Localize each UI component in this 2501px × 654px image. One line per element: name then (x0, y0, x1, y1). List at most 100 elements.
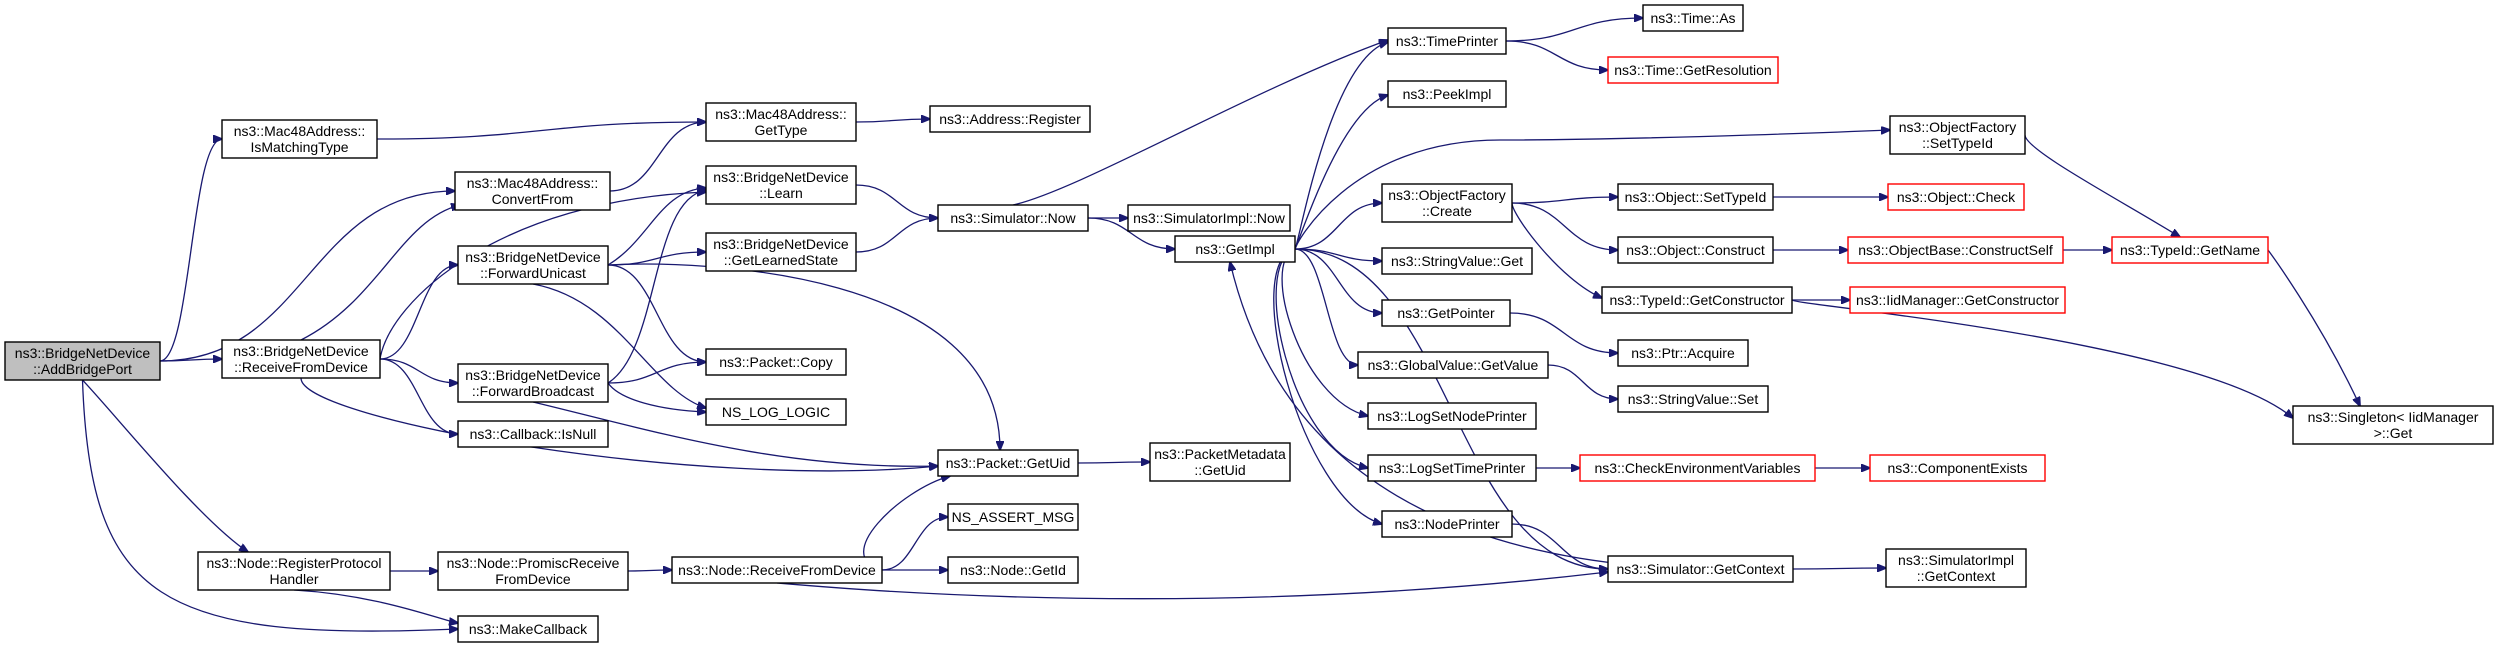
node-box (437, 551, 629, 591)
node-label: ::ForwardUnicast (480, 265, 586, 281)
node-label: NS_ASSERT_MSG (952, 509, 1075, 525)
edge-getimpl-to-logsetnodeprinter (1281, 248, 1368, 416)
node-ns-assert-msg[interactable]: NS_ASSERT_MSG (947, 503, 1079, 531)
node-label: ::GetUid (1194, 462, 1245, 478)
node-globalvalue-getvalue[interactable]: ns3::GlobalValue::GetValue (1357, 351, 1549, 379)
node-box (1357, 351, 1549, 379)
node-label: GetType (755, 122, 808, 138)
node-callback-isnull[interactable]: ns3::Callback::IsNull (457, 420, 609, 448)
node-box (1885, 548, 2027, 588)
edge-getimpl-to-objectfactory_settypeid (1294, 130, 1890, 250)
node-objectfactory-settypeid[interactable]: ns3::ObjectFactory::SetTypeId (1889, 115, 2026, 155)
node-address-register[interactable]: ns3::Address::Register (929, 105, 1091, 133)
node-box (1642, 4, 1744, 32)
node-nodeprinter[interactable]: ns3::NodePrinter (1381, 510, 1513, 538)
node-label: ::Create (1422, 203, 1472, 219)
node-simulator-now[interactable]: ns3::Simulator::Now (937, 204, 1089, 232)
node-logsettimeprinter[interactable]: ns3::LogSetTimePrinter (1367, 454, 1537, 482)
node-mac48-convertfrom[interactable]: ns3::Mac48Address::ConvertFrom (454, 171, 611, 211)
edge-bridge_addport-to-node_registerprotocol (82, 379, 249, 552)
node-getpointer[interactable]: ns3::GetPointer (1381, 299, 1511, 327)
node-typeid-getname[interactable]: ns3::TypeId::GetName (2111, 236, 2269, 264)
edge-bridge_getlearnedstate-to-simulator_now (855, 218, 938, 253)
node-time-as[interactable]: ns3::Time::As (1642, 4, 1744, 32)
node-box (1127, 204, 1291, 232)
node-bridge-forwardbroadcast[interactable]: ns3::BridgeNetDevice::ForwardBroadcast (457, 363, 609, 403)
edge-getimpl-to-getpointer (1294, 248, 1382, 313)
node-simulatorimpl-getcontext[interactable]: ns3::SimulatorImpl::GetContext (1885, 548, 2027, 588)
node-label: ns3::TypeId::GetConstructor (1609, 292, 1784, 308)
node-simulatorimpl-now[interactable]: ns3::SimulatorImpl::Now (1127, 204, 1291, 232)
node-ns-log-logic[interactable]: NS_LOG_LOGIC (705, 398, 847, 426)
node-bridge-receivefromdevice[interactable]: ns3::BridgeNetDevice::ReceiveFromDevice (221, 339, 381, 379)
node-box (947, 503, 1079, 531)
node-bridge-getlearnedstate[interactable]: ns3::BridgeNetDevice::GetLearnedState (705, 232, 857, 272)
node-simulator-getcontext[interactable]: ns3::Simulator::GetContext (1607, 555, 1794, 583)
node-componentexists[interactable]: ns3::ComponentExists (1869, 454, 2046, 482)
edge-getpointer-to-ptr_acquire (1509, 312, 1618, 353)
node-typeid-getconstructor[interactable]: ns3::TypeId::GetConstructor (1601, 286, 1793, 314)
node-box (1617, 339, 1749, 367)
node-label: ns3::Object::SetTypeId (1625, 189, 1767, 205)
node-objectbase-constructself[interactable]: ns3::ObjectBase::ConstructSelf (1847, 236, 2064, 264)
node-box (2111, 236, 2269, 264)
node-object-construct[interactable]: ns3::Object::Construct (1617, 236, 1774, 264)
node-label: ns3::CheckEnvironmentVariables (1595, 460, 1801, 476)
edge-bridge_receivefromdevice-to-callback_isnull (379, 358, 458, 434)
node-makecallback[interactable]: ns3::MakeCallback (457, 615, 599, 643)
node-checkenvvars[interactable]: ns3::CheckEnvironmentVariables (1579, 454, 1816, 482)
edge-objectfactory_create-to-object_settypeid (1511, 197, 1618, 204)
node-label: ns3::GlobalValue::GetValue (1368, 357, 1539, 373)
edge-bridge_addport-to-mac48_ismatching (159, 139, 222, 362)
node-mac48-ismatching[interactable]: ns3::Mac48Address::IsMatchingType (221, 119, 378, 159)
edge-node_receivefromdevice-to-simulator_getcontext (776, 572, 1608, 600)
edge-getimpl-to-logsettimeprinter (1275, 248, 1368, 468)
node-box (197, 551, 391, 591)
node-bridge-addport[interactable]: ns3::BridgeNetDevice::AddBridgePort (4, 341, 161, 381)
node-singleton-get[interactable]: ns3::Singleton< IidManager>::Get (2292, 405, 2494, 445)
node-label: ns3::GetPointer (1397, 305, 1495, 321)
node-logsetnodeprinter[interactable]: ns3::LogSetNodePrinter (1367, 402, 1537, 430)
node-box (1887, 183, 2025, 211)
node-label: ns3::SimulatorImpl::Now (1133, 210, 1286, 226)
node-stringvalue-get[interactable]: ns3::StringValue::Get (1381, 247, 1533, 275)
edge-getimpl-to-timeprinter (1294, 42, 1388, 250)
node-getimpl[interactable]: ns3::GetImpl (1174, 235, 1296, 263)
node-box (1607, 56, 1779, 84)
node-node-getid[interactable]: ns3::Node::GetId (947, 556, 1079, 584)
edge-simulator_getcontext-to-simulatorimpl_getcontext (1792, 568, 1886, 569)
node-label: ns3::Node::RegisterProtocol (206, 555, 381, 571)
edge-typeid_getname-to-singleton_get (2267, 249, 2360, 406)
node-label: ns3::SimulatorImpl (1898, 552, 2014, 568)
node-object-check[interactable]: ns3::Object::Check (1887, 183, 2025, 211)
node-peekimpl[interactable]: ns3::PeekImpl (1387, 80, 1507, 108)
node-object-settypeid[interactable]: ns3::Object::SetTypeId (1617, 183, 1774, 211)
node-box (1367, 402, 1537, 430)
node-packet-getuid[interactable]: ns3::Packet::GetUid (937, 449, 1079, 477)
node-node-receivefromdevice[interactable]: ns3::Node::ReceiveFromDevice (671, 556, 883, 584)
edge-nodeprinter-to-simulator_getcontext (1511, 523, 1608, 569)
node-label: FromDevice (495, 571, 571, 587)
node-stringvalue-set[interactable]: ns3::StringValue::Set (1617, 385, 1769, 413)
node-label: ns3::LogSetTimePrinter (1379, 460, 1526, 476)
node-objectfactory-create[interactable]: ns3::ObjectFactory::Create (1381, 183, 1513, 223)
node-packet-copy[interactable]: ns3::Packet::Copy (705, 348, 847, 376)
edge-bridge_forwardunicast-to-ns_log_logic (532, 283, 706, 408)
node-timeprinter[interactable]: ns3::TimePrinter (1387, 27, 1507, 55)
node-packetmetadata-getuid[interactable]: ns3::PacketMetadata::GetUid (1149, 442, 1291, 482)
node-mac48-gettype[interactable]: ns3::Mac48Address::GetType (705, 102, 857, 142)
node-ptr-acquire[interactable]: ns3::Ptr::Acquire (1617, 339, 1749, 367)
edge-getimpl-to-globalvalue_getvalue (1294, 248, 1358, 365)
edge-mac48_gettype-to-address_register (855, 119, 930, 122)
node-label: ns3::Node::GetId (960, 562, 1066, 578)
node-label: ns3::Singleton< IidManager (2308, 409, 2479, 425)
node-iidmanager-getconstructor[interactable]: ns3::IidManager::GetConstructor (1849, 286, 2066, 314)
node-bridge-forwardunicast[interactable]: ns3::BridgeNetDevice::ForwardUnicast (457, 245, 609, 285)
node-time-getresolution[interactable]: ns3::Time::GetResolution (1607, 56, 1779, 84)
edge-getimpl-to-nodeprinter (1273, 248, 1382, 524)
node-bridge-learn[interactable]: ns3::BridgeNetDevice::Learn (705, 165, 857, 205)
edge-node_registerprotocol-to-makecallback (293, 589, 458, 623)
